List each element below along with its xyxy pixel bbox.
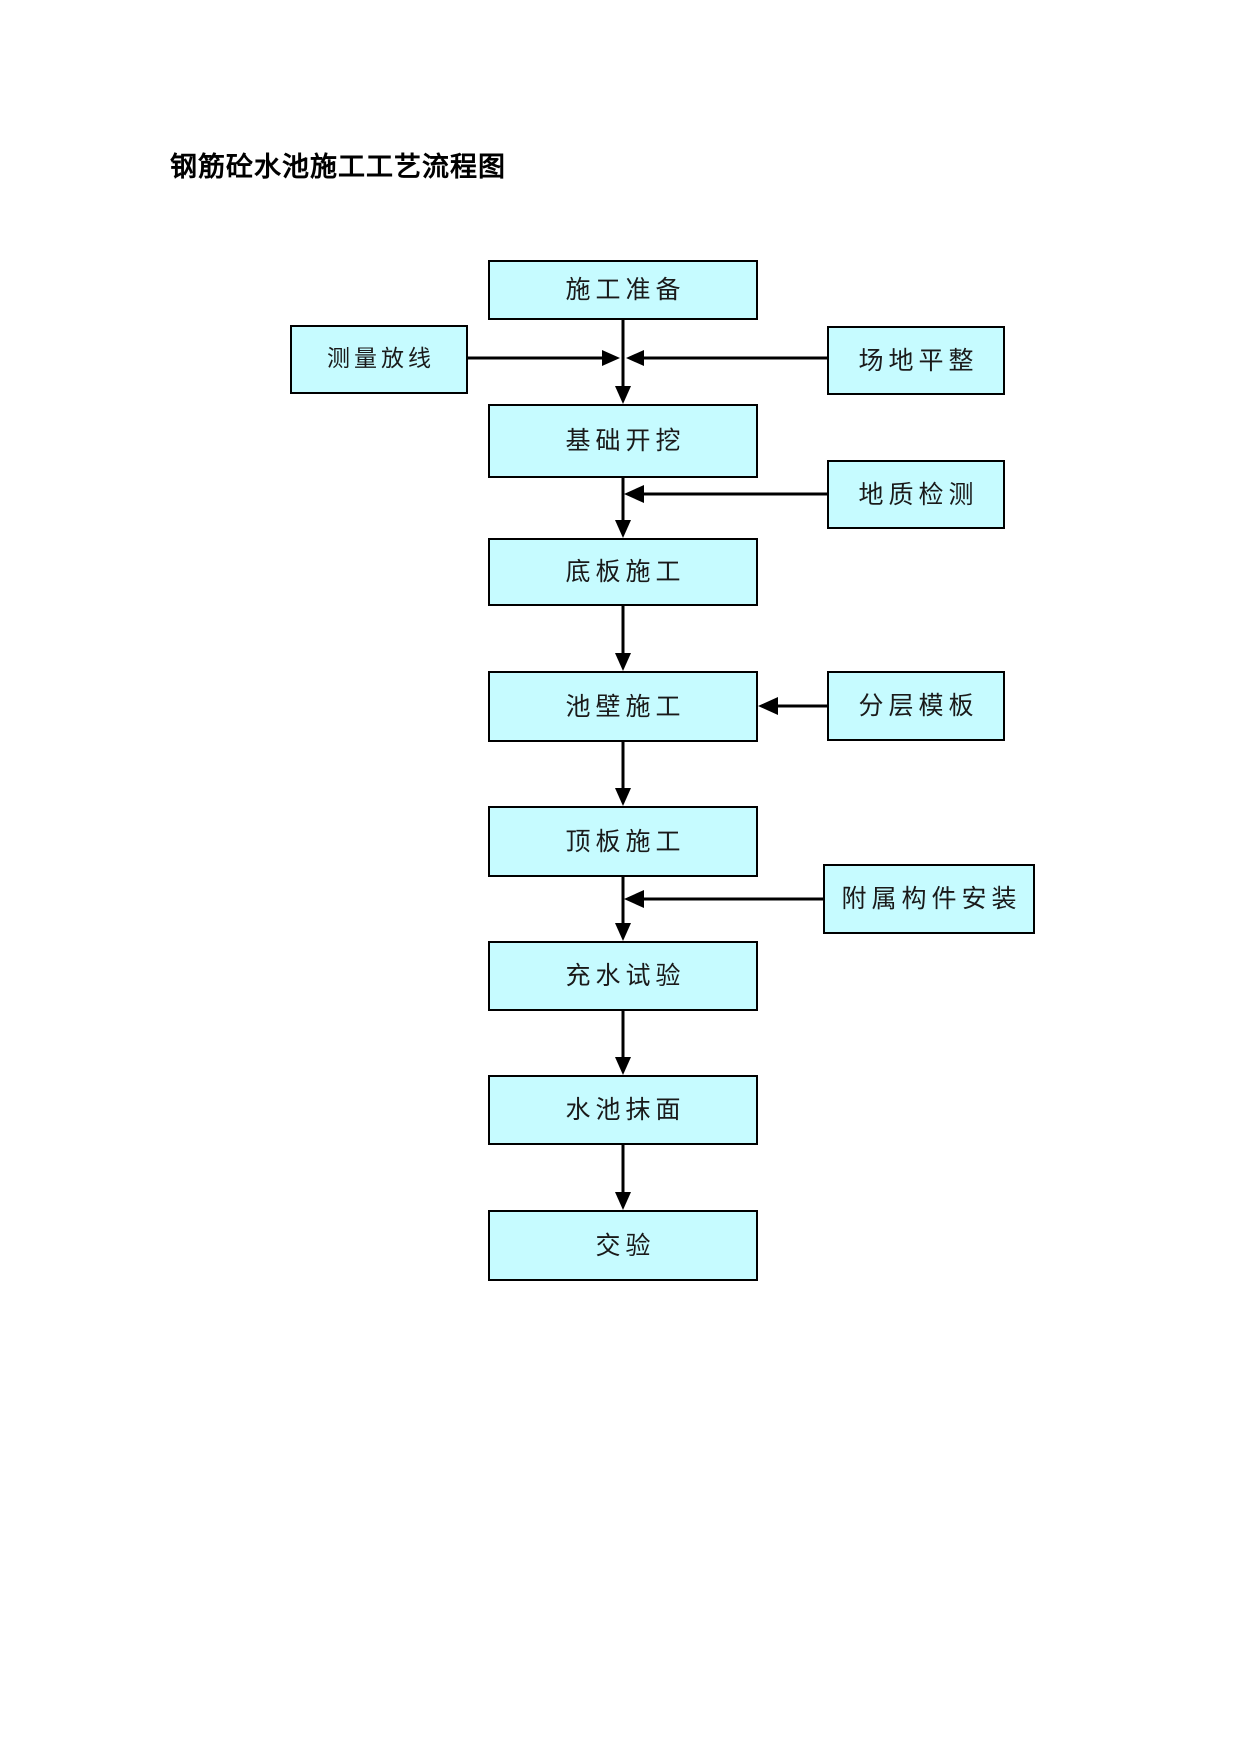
connector-prep-to-excavation — [615, 320, 631, 404]
connector-plaster-to-handover — [615, 1145, 631, 1210]
connector-geology-to-baseslab — [624, 485, 827, 503]
node-layered-formwork[interactable]: 分层模板 — [827, 671, 1005, 741]
connector-excavation-to-baseslab — [615, 478, 631, 538]
connector-watertest-to-plaster — [615, 1011, 631, 1075]
node-survey-layout[interactable]: 测量放线 — [290, 325, 468, 394]
connector-accessories-to-watertest — [624, 890, 823, 908]
connector-baseslab-to-wall — [615, 606, 631, 671]
page-title: 钢筋砼水池施工工艺流程图 — [170, 152, 506, 182]
node-geological-inspection[interactable]: 地质检测 — [827, 460, 1005, 529]
connector-formwork-to-wall — [758, 697, 827, 715]
node-pool-wall-construction[interactable]: 池壁施工 — [488, 671, 758, 742]
node-top-slab-construction[interactable]: 顶板施工 — [488, 806, 758, 877]
connector-topslab-to-watertest — [615, 877, 631, 941]
node-foundation-excavation[interactable]: 基础开挖 — [488, 404, 758, 478]
connector-leveling-to-junction — [626, 350, 827, 366]
connector-survey-to-junction — [468, 350, 620, 366]
connector-wall-to-topslab — [615, 742, 631, 806]
node-accessory-installation[interactable]: 附属构件安装 — [823, 864, 1035, 934]
node-pool-plastering[interactable]: 水池抹面 — [488, 1075, 758, 1145]
node-site-leveling[interactable]: 场地平整 — [827, 326, 1005, 395]
node-base-slab-construction[interactable]: 底板施工 — [488, 538, 758, 606]
node-handover-inspection[interactable]: 交验 — [488, 1210, 758, 1281]
node-construction-preparation[interactable]: 施工准备 — [488, 260, 758, 320]
node-water-filling-test[interactable]: 充水试验 — [488, 941, 758, 1011]
